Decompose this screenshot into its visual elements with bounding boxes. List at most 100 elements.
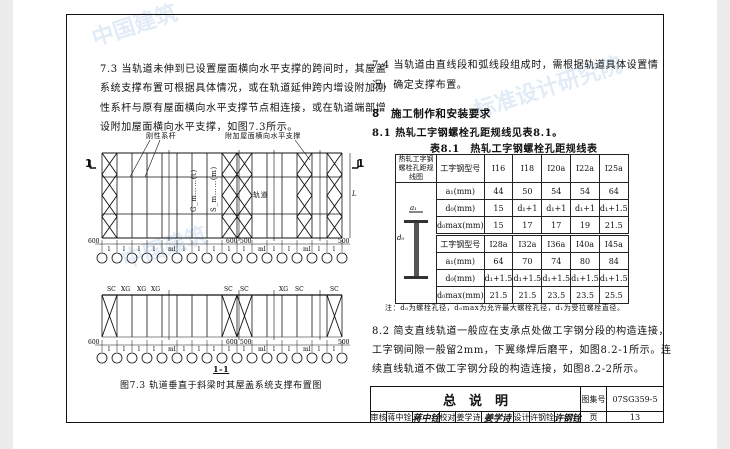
table-cell: 70 <box>512 252 543 270</box>
section-mark-right: 1 <box>357 158 365 170</box>
leader-rigid-tie <box>129 139 151 178</box>
row-header: 工字钢型号 <box>436 154 485 183</box>
x-bracing <box>236 173 253 196</box>
label-rigid-tie: 刚性系杆 <box>146 132 177 140</box>
axis-bubble <box>336 252 348 264</box>
label-xg: XG <box>279 286 288 293</box>
dim-label: l <box>183 346 185 353</box>
dim-label: l <box>213 346 215 353</box>
label-xg: XG <box>121 286 130 293</box>
design-label: 设计 <box>513 412 530 423</box>
axis-bubble <box>291 352 303 364</box>
row-header: d₀max(mm) <box>436 216 485 235</box>
row-header: d₀(mm) <box>436 199 485 217</box>
axis-bubble <box>201 252 213 264</box>
table-cell: d₁+1 <box>541 199 572 217</box>
label-sc: SC <box>107 286 116 293</box>
section-8-heading: 8 施工制作和安装要求 <box>372 108 491 120</box>
label-xg: XG <box>151 286 160 293</box>
table-cell: 50 <box>512 182 543 200</box>
drawing-frame <box>66 14 664 423</box>
checker-signature: 姜学诗 <box>482 412 514 424</box>
table-cell: 23.5 <box>541 286 572 304</box>
axis-bubble <box>276 252 288 264</box>
dim-label: l <box>243 346 245 353</box>
axis-bubble <box>126 352 138 364</box>
table-cell: I40a <box>570 233 600 253</box>
table-cell: d₁+1.5 <box>598 199 629 217</box>
table-cell: 17 <box>512 216 543 235</box>
dim-label: l <box>183 246 185 253</box>
section-title: 1-1 <box>213 364 230 374</box>
dim-600: 600 <box>226 238 238 245</box>
dim-L: L <box>352 190 358 198</box>
x-bracing <box>101 152 118 175</box>
x-bracing <box>326 195 343 218</box>
row-header: d₀max(mm) <box>436 286 485 304</box>
dim-label: l <box>108 246 110 253</box>
dim-label: ml <box>303 346 311 353</box>
table-cell: 74 <box>541 252 572 270</box>
dim-500: 500 <box>338 238 350 245</box>
axis-bubble <box>186 252 198 264</box>
label-sc: SC <box>330 286 339 293</box>
dim-label: l <box>288 346 290 353</box>
x-bracing <box>296 152 313 175</box>
axis-bubble <box>246 352 258 364</box>
label-xg: XG <box>137 286 146 293</box>
x-bracing <box>221 216 238 239</box>
title-block: 总 说 明 图集号 07SG359-5 审核 蒋中铨 蒋中铨 校对 姜学诗 姜学… <box>370 386 664 424</box>
label-additional-bracing: 附加屋面横向水平支撑 <box>225 132 301 140</box>
label-sc: SC <box>295 286 304 293</box>
dim-label: l <box>288 246 290 253</box>
table-cell: d₁+1.5 <box>483 269 514 287</box>
axis-bubble <box>186 352 198 364</box>
axis-bubble <box>156 352 168 364</box>
atlas-number: 07SG359-5 <box>607 387 664 412</box>
axis-bubble <box>306 252 318 264</box>
table-cell: I36a <box>541 233 572 253</box>
para-8-2-line: 8.2 简支直线轨道一般应在支承点处做工字钢分段的构造连接， <box>372 326 670 337</box>
section-mark-left: 1 <box>85 158 93 170</box>
table-cell: 54 <box>570 182 600 200</box>
axis-bubble <box>321 352 333 364</box>
table-cell: I16 <box>483 154 514 183</box>
table-cell: 21.5 <box>483 286 514 304</box>
axis-bubble <box>261 252 273 264</box>
x-bracing <box>326 173 343 196</box>
dim-label: l <box>273 246 275 253</box>
dim-label: l <box>333 346 335 353</box>
x-bracing <box>221 173 238 196</box>
table-cell: I18 <box>512 154 543 183</box>
axis-bubble <box>321 252 333 264</box>
dim-600: 600 <box>88 339 100 346</box>
para-7-3-line: 性系杆与原有屋面横向水平支撑节点相连接，或在轨道端部增 <box>100 103 387 114</box>
reviewer-signature: 蒋中铨 <box>412 412 440 424</box>
label-sm: S_m……(m) <box>210 166 218 212</box>
dim-label: l <box>333 246 335 253</box>
table-cell: 23.5 <box>570 286 600 304</box>
viewer-right-margin <box>717 0 730 449</box>
x-bracing <box>101 216 118 239</box>
label-sc: SC <box>240 286 249 293</box>
table-cell: 17 <box>541 216 572 235</box>
dim-label: ml <box>168 346 176 353</box>
para-8-1: 8.1 热轧工字钢螺栓孔距规线见表8.1。 <box>372 128 563 139</box>
axis-bubble <box>231 352 243 364</box>
dim-label: ml <box>258 246 266 253</box>
axis-bubble <box>276 352 288 364</box>
table-cell: 15 <box>483 216 514 235</box>
table-cell: I25a <box>598 154 629 183</box>
dim-label: l <box>123 246 125 253</box>
title: 总 说 明 <box>371 387 581 412</box>
table-cell: d₁+1 <box>512 199 543 217</box>
axis-bubble <box>96 352 108 364</box>
table-caption: 表8.1 热轧工字钢螺栓孔距规线表 <box>430 144 598 155</box>
dim-label: l <box>318 246 320 253</box>
